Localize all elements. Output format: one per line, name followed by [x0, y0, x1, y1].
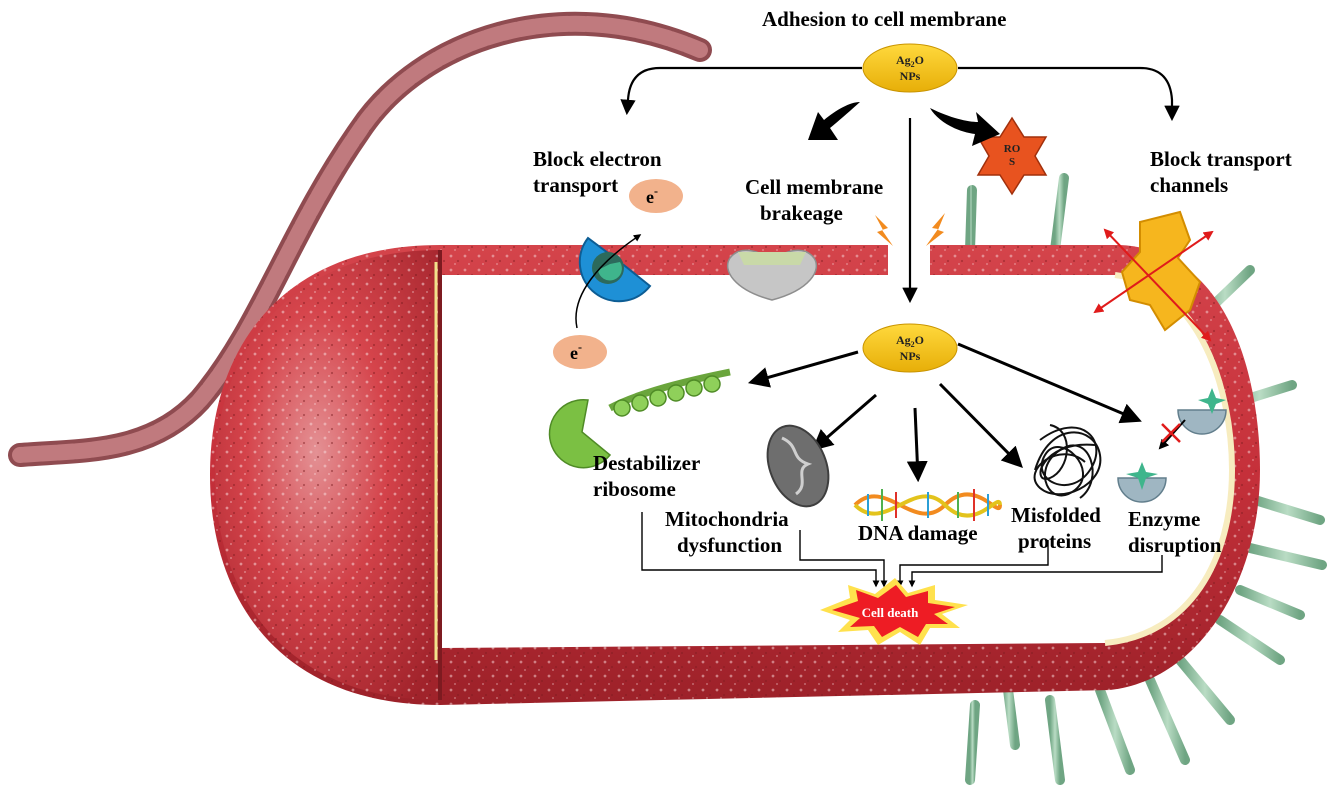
block-electron-label-line2: transport: [533, 173, 619, 197]
adhesion-label: Adhesion to cell membrane: [762, 7, 1007, 31]
ros-label-line2: S: [1009, 156, 1015, 168]
block-transport-label-line2: channels: [1150, 173, 1229, 197]
flagellum: [8, 11, 712, 467]
dna-damage-label: DNA damage: [858, 521, 978, 545]
np-top-line2: NPs: [900, 69, 921, 83]
np-inner-line1: Ag2O: [896, 333, 924, 349]
electron-transporter: [575, 234, 652, 329]
np-inner-line2: NPs: [900, 349, 921, 363]
cell-membrane-label-line2: brakeage: [760, 201, 843, 225]
lightning-spark-icon: [875, 213, 945, 246]
ribosome-icon: [548, 368, 731, 469]
mitochondria-label-line2: dysfunction: [677, 533, 783, 557]
np-top-line1: Ag2O: [896, 53, 924, 69]
electron-top: e-: [629, 179, 683, 213]
enzyme-label-line1: Enzyme: [1128, 507, 1201, 531]
misfolded-protein-icon: [1033, 424, 1102, 499]
cell-death-burst: Cell death: [820, 578, 968, 645]
death-pathway-lines: [641, 512, 1163, 588]
membrane-breakage-icon: [726, 249, 818, 301]
svg-text:e-: e-: [646, 184, 658, 207]
inner-arrows: [747, 342, 1142, 483]
top-arrows: [620, 66, 1180, 304]
dna-helix-icon: [853, 489, 1002, 521]
enzyme-icon: [1117, 388, 1227, 503]
transport-channel: [1093, 210, 1214, 342]
svg-text:e-: e-: [570, 340, 582, 363]
mitochondria-icon: [766, 424, 830, 508]
bacterium-body: [210, 244, 1260, 705]
block-electron-label-line1: Block electron: [533, 147, 662, 171]
misfolded-label-line2: proteins: [1018, 529, 1092, 553]
curved-arrows: [808, 102, 1000, 146]
cell-death-label: Cell death: [862, 605, 919, 620]
mitochondria-label-line1: Mitochondria: [665, 507, 789, 531]
destabilizer-label-line2: ribosome: [593, 477, 676, 501]
ros-star-icon: RO S: [976, 116, 1048, 196]
electron-bottom: e-: [553, 335, 607, 369]
destabilizer-label-line1: Destabilizer: [593, 451, 701, 475]
nanoparticle-top: Ag2O NPs: [862, 43, 958, 93]
cell-membrane-label-line1: Cell membrane: [745, 175, 884, 199]
misfolded-label-line1: Misfolded: [1011, 503, 1101, 527]
enzyme-label-line2: disruption: [1128, 533, 1222, 557]
block-transport-label-line1: Block transport: [1150, 147, 1292, 171]
ros-label-line1: RO: [1004, 143, 1021, 155]
nanoparticle-inner: Ag2O NPs: [862, 323, 958, 373]
